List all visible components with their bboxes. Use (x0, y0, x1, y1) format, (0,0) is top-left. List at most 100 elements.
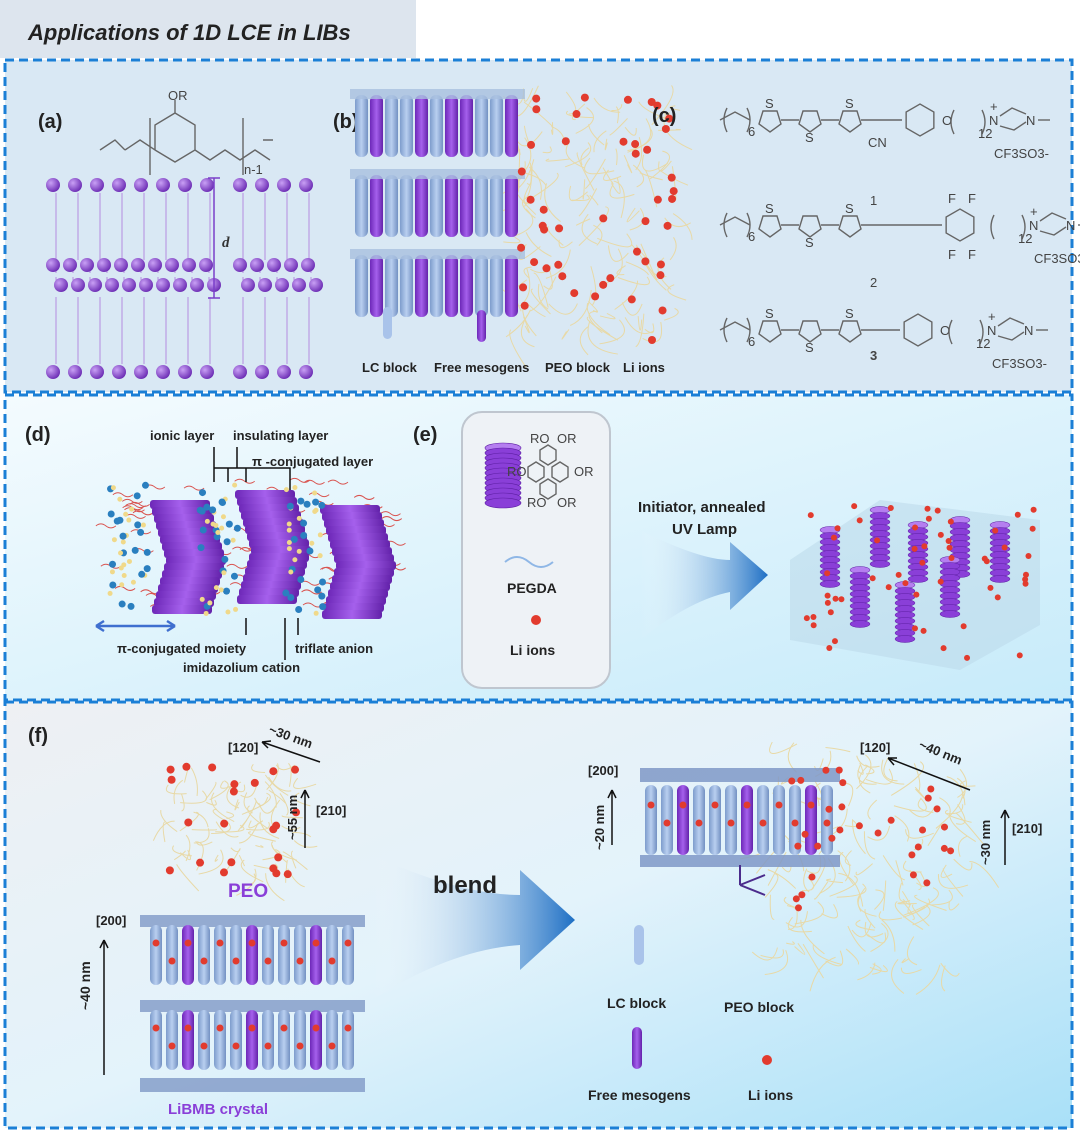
alkyl-chain (301, 589, 322, 595)
triflate-ion (312, 508, 318, 514)
cylinder (505, 95, 518, 157)
triflate-ion (109, 569, 115, 575)
imidazolium-ion (300, 531, 308, 539)
cylinder (805, 785, 817, 855)
li-ion (743, 801, 751, 809)
peo-fiber (173, 779, 184, 805)
peo-fiber (794, 943, 806, 955)
peo-fiber (847, 925, 866, 952)
pi-disc (334, 568, 394, 577)
sphere (63, 258, 77, 272)
svg-text:3: 3 (870, 348, 877, 363)
li-ion (280, 1024, 288, 1032)
peo-fiber (937, 874, 969, 889)
li-ion (291, 765, 300, 774)
pi-disc (251, 546, 311, 555)
cylinder (400, 95, 413, 157)
triflate-ion (317, 532, 323, 538)
li-ion (856, 517, 863, 524)
cylinder (294, 1010, 306, 1070)
peo-fiber (255, 844, 264, 848)
sphere (233, 178, 247, 192)
sphere (134, 365, 148, 379)
svg-text:12: 12 (978, 126, 992, 141)
sphere (275, 278, 289, 292)
cylinder (262, 925, 274, 985)
cylinder (445, 175, 458, 237)
peo-fiber (651, 85, 674, 126)
triflate-ion (213, 522, 219, 528)
li-ion (653, 195, 662, 204)
peo-fiber (584, 157, 615, 175)
peo-fiber (561, 329, 570, 340)
peo-fiber (599, 312, 616, 320)
blend-arrow (372, 855, 575, 1000)
triflate-ion (118, 550, 124, 556)
svg-text:CF3SO3-: CF3SO3- (994, 146, 1049, 161)
peo-fiber (193, 811, 209, 828)
peo-fiber (243, 792, 253, 814)
svg-text:OR: OR (557, 431, 577, 446)
chain-layer (140, 1078, 365, 1092)
peo-fiber (642, 321, 663, 343)
cylinder (490, 95, 503, 157)
triflate-ion (126, 558, 132, 564)
peo-fiber (663, 114, 693, 151)
peo-fiber (844, 782, 854, 807)
li-ion (810, 613, 817, 620)
pi-disc (239, 504, 299, 513)
svg-text:[200]: [200] (588, 763, 618, 778)
li-ion (532, 94, 541, 103)
imidazolium-ion (198, 507, 206, 515)
sphere (122, 278, 136, 292)
pi-disc (160, 577, 220, 586)
disc (989, 575, 1011, 583)
peo-fiber (900, 967, 922, 974)
li-ion (248, 939, 256, 947)
alkyl-chain (353, 494, 375, 500)
free-mesogen-icon (632, 1027, 642, 1069)
peo-fiber (845, 948, 860, 965)
peo-fiber (576, 152, 595, 191)
peo-fiber (288, 762, 292, 787)
li-ion (561, 137, 570, 146)
cylinder (355, 255, 368, 317)
disc (849, 620, 871, 628)
li-ion (184, 818, 193, 827)
li-ion (184, 939, 192, 947)
peo-fiber (623, 155, 633, 174)
peo-fiber (915, 964, 941, 995)
svg-text:PEO block: PEO block (724, 999, 794, 1015)
li-ion (296, 1042, 304, 1050)
peo-fiber (803, 868, 810, 893)
li-ion (919, 559, 926, 566)
li-ion (1022, 580, 1029, 587)
peo-fiber (264, 774, 289, 796)
li-ion (220, 819, 229, 828)
peo-fiber (906, 936, 918, 966)
peo-fiber (852, 819, 866, 855)
svg-text:OR: OR (574, 464, 594, 479)
li-ion (874, 537, 881, 544)
cylinder (310, 1010, 322, 1070)
peo-fiber (265, 873, 285, 902)
cylinder (430, 175, 443, 237)
peo-fiber (264, 781, 277, 808)
imidazolium-ion (203, 503, 211, 511)
sphere (97, 258, 111, 272)
svg-text:S: S (845, 96, 854, 111)
imidazolium-ion (141, 481, 149, 489)
li-ion (869, 575, 876, 582)
cylinder (326, 925, 338, 985)
peo-fiber (959, 780, 976, 787)
triflate-ion (286, 539, 292, 545)
peo-fiber (242, 873, 256, 887)
peo-fiber (903, 860, 922, 873)
li-ion (328, 957, 336, 965)
li-ion (168, 957, 176, 965)
peo-fiber (898, 882, 911, 903)
svg-text:CN: CN (868, 135, 887, 150)
cylinder (505, 255, 518, 317)
imidazolium-ion (230, 572, 238, 580)
alkyl-chain (95, 523, 117, 529)
